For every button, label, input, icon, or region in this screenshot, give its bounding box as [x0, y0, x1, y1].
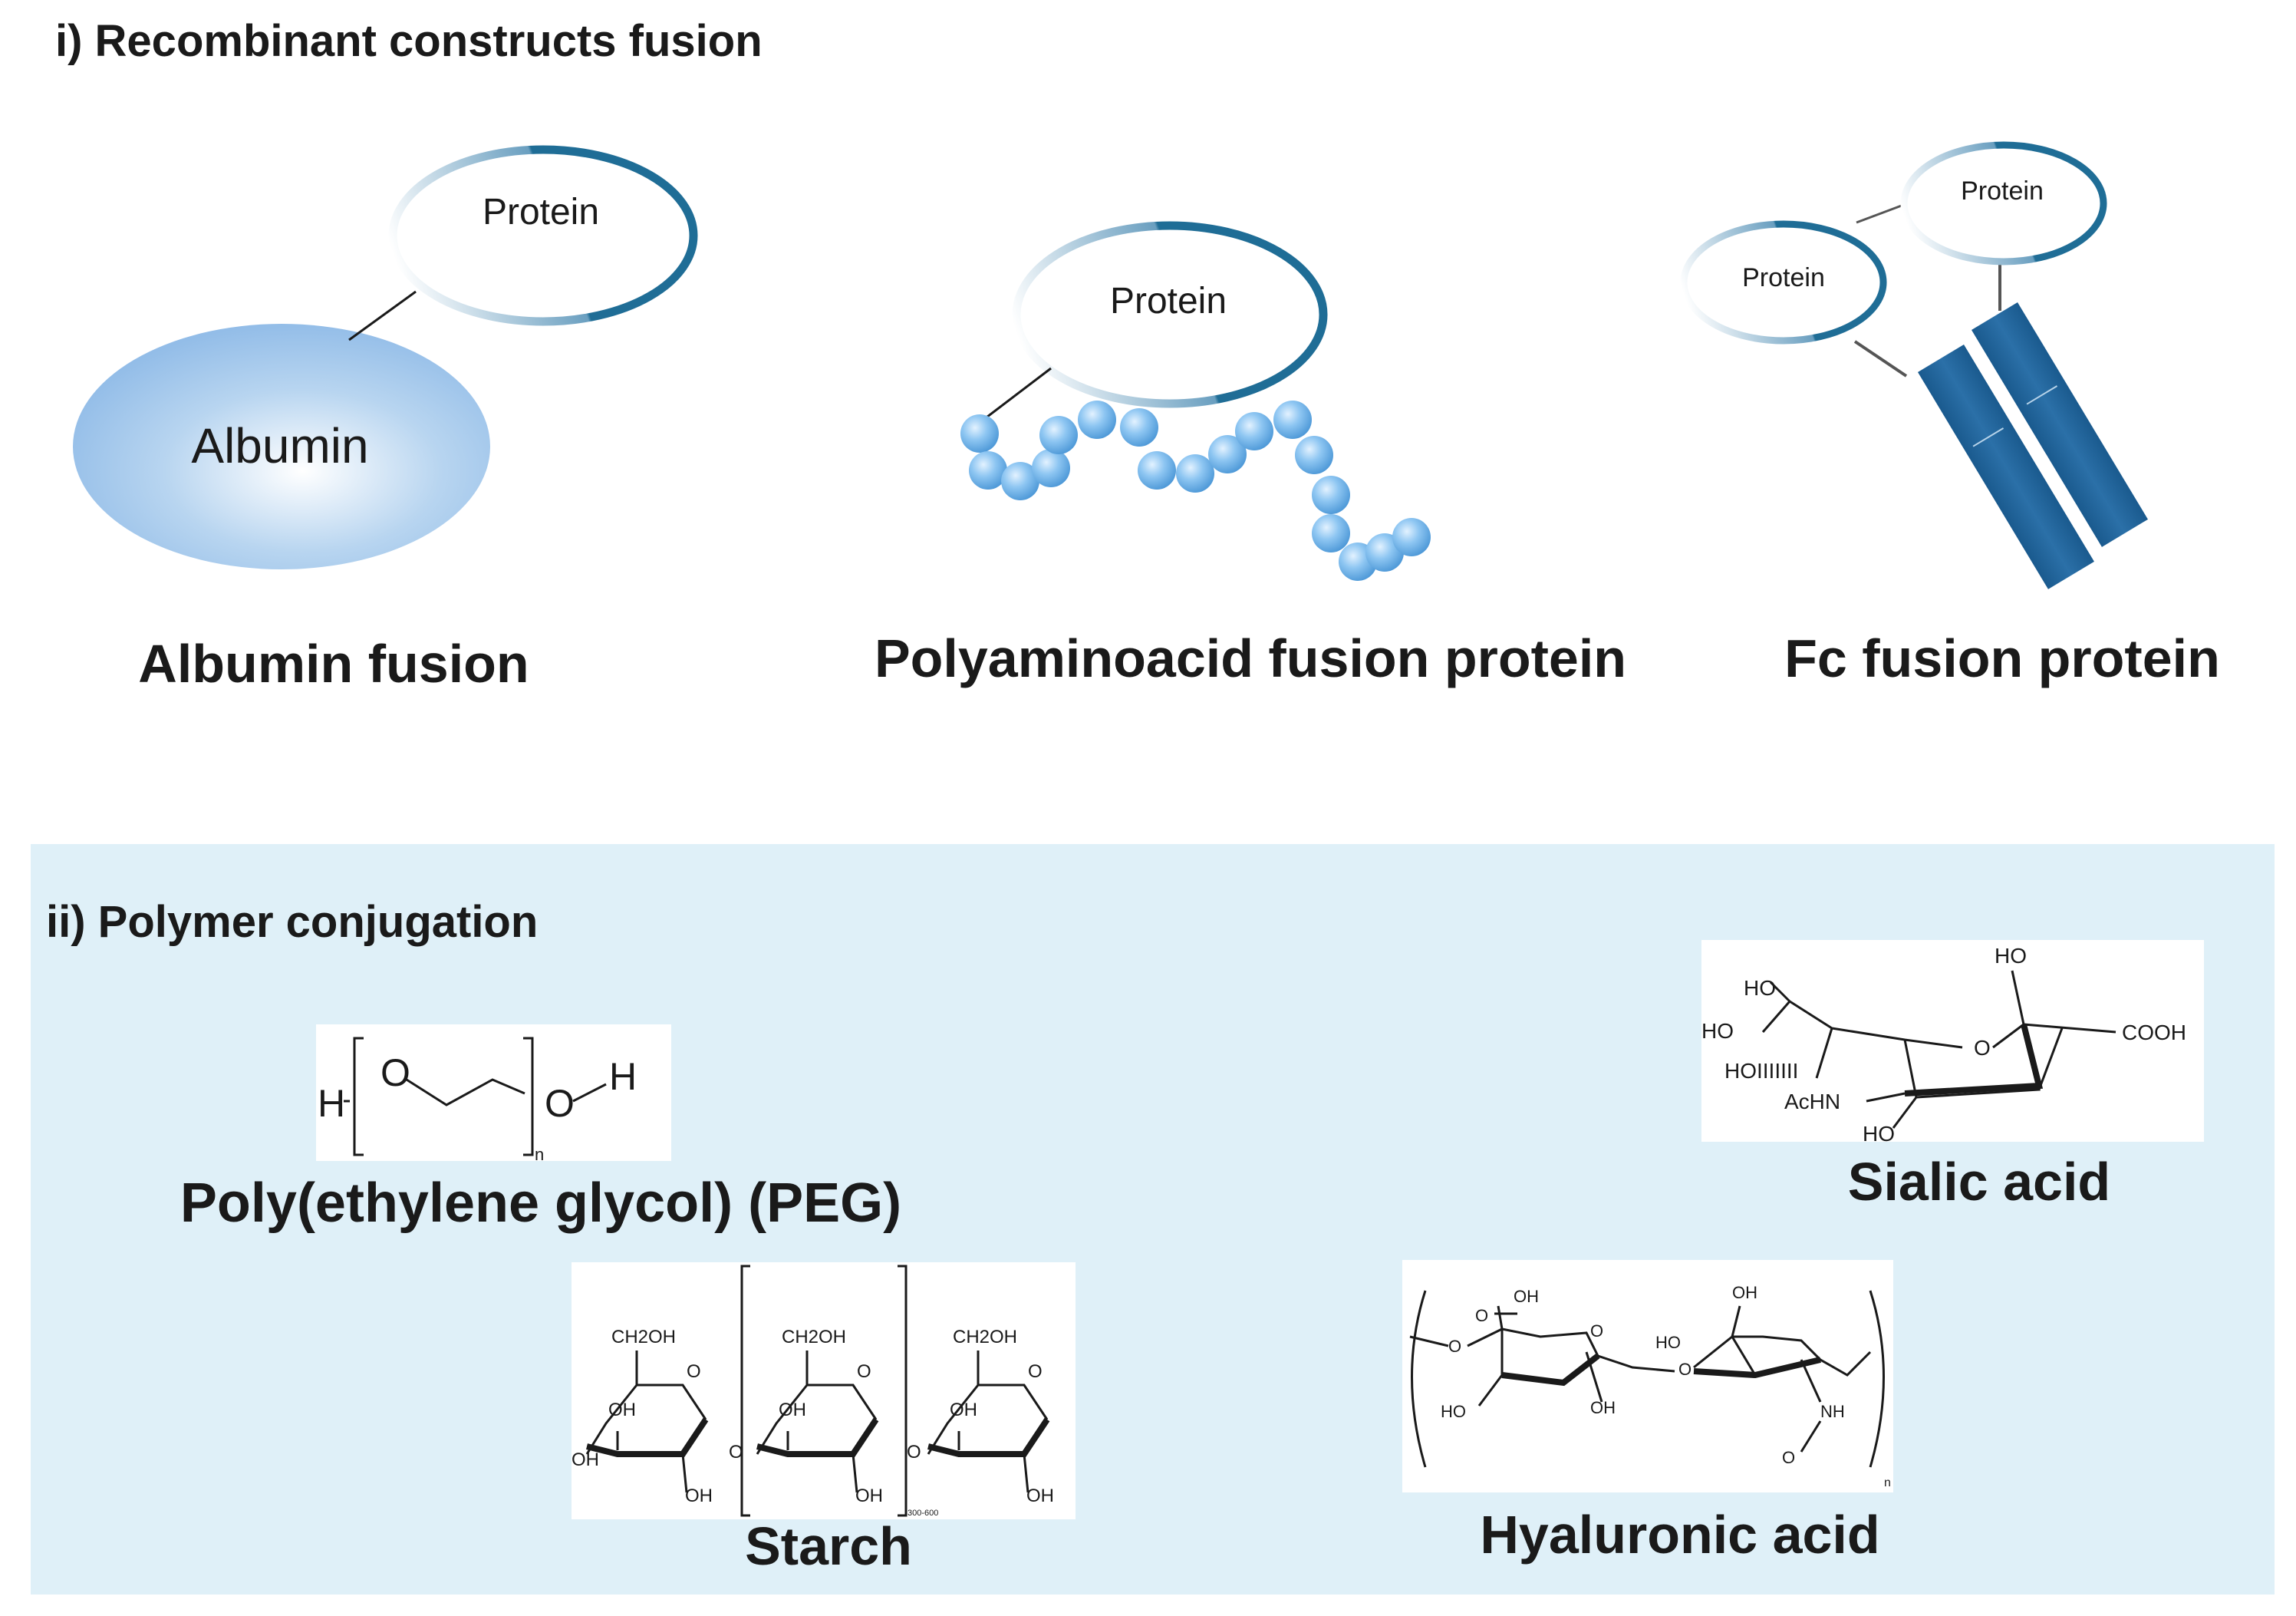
- fc-bar-right: [1972, 302, 2148, 547]
- caption-starch: Starch: [745, 1516, 912, 1576]
- atom-label: OH: [1590, 1398, 1616, 1417]
- albumin-label: Albumin: [191, 418, 368, 473]
- atom-label: H: [318, 1082, 345, 1125]
- section-title-recombinant: i) Recombinant constructs fusion: [55, 16, 763, 66]
- albumin-fusion-diagram: Protein Albumin: [73, 145, 698, 569]
- atom-label: CH2OH: [611, 1327, 676, 1347]
- linker-line: [1853, 340, 1908, 378]
- atom-label: OH: [572, 1449, 599, 1470]
- atom-label: O: [1782, 1448, 1795, 1467]
- sialic-acid-structure: HO HO HO HOIIIIIII AcHN HO O COOH: [1701, 940, 2204, 1142]
- atom-label: O: [687, 1361, 701, 1382]
- atom-label: AcHN: [1784, 1090, 1840, 1113]
- bead: [1078, 401, 1116, 439]
- atom-label: O: [857, 1361, 871, 1382]
- atom-label: OH: [1732, 1283, 1757, 1302]
- atom-label: O: [729, 1442, 743, 1463]
- caption-hyaluronic-acid: Hyaluronic acid: [1480, 1505, 1880, 1565]
- fc-fusion-diagram: Protein Protein: [1680, 141, 2148, 589]
- atom-label: COOH: [2122, 1021, 2186, 1044]
- starch-structure: CH2OH O OH OH OH O CH2OH O OH OH 300-600…: [572, 1262, 1076, 1519]
- caption-albumin-fusion: Albumin fusion: [138, 634, 529, 694]
- atom-label: OH: [1026, 1486, 1054, 1506]
- protein-label: Protein: [1110, 281, 1227, 322]
- atom-label: O: [1448, 1337, 1461, 1356]
- atom-label: HO: [1863, 1122, 1895, 1142]
- bead: [1039, 416, 1078, 454]
- atom-label: HO: [1441, 1402, 1466, 1421]
- atom-label: O: [545, 1082, 575, 1125]
- bead: [1295, 436, 1333, 474]
- atom-label: HO: [1701, 1019, 1734, 1043]
- protein-ring-right: [1900, 141, 2107, 265]
- bead: [1032, 449, 1070, 487]
- bead: [1235, 412, 1273, 450]
- bead: [1208, 435, 1247, 473]
- hyaluronic-acid-structure: OH O O OH HO OH HO O O NH O n: [1402, 1260, 1893, 1492]
- caption-fc-fusion: Fc fusion protein: [1784, 628, 2220, 688]
- atom-label: O: [1028, 1361, 1043, 1382]
- glucose-unit-1: CH2OH O OH OH OH: [572, 1327, 713, 1506]
- atom-label: n: [1884, 1476, 1891, 1489]
- polyaminoacid-diagram: Protein: [960, 221, 1431, 581]
- section-title-polymer: ii) Polymer conjugation: [46, 897, 539, 947]
- caption-polyaminoacid: Polyaminoacid fusion protein: [874, 628, 1627, 688]
- glucose-unit-3: CH2OH O OH OH: [927, 1327, 1054, 1506]
- atom-label: O: [907, 1442, 921, 1463]
- atom-label: O: [380, 1051, 410, 1094]
- bead: [1392, 518, 1431, 556]
- protein-ring-left: [1680, 220, 1887, 345]
- amino-acid-bead-chain: [960, 401, 1431, 581]
- atom-label: NH: [1820, 1402, 1845, 1421]
- atom-label: CH2OH: [953, 1327, 1017, 1347]
- atom-label: HO: [1995, 944, 2027, 968]
- protein-label-right: Protein: [1961, 176, 2044, 206]
- caption-sialic-acid: Sialic acid: [1847, 1152, 2111, 1212]
- glucose-unit-2: CH2OH O OH OH: [756, 1327, 883, 1506]
- bead: [960, 414, 999, 453]
- atom-label: O: [1678, 1360, 1692, 1379]
- atom-label: OH: [1514, 1287, 1539, 1306]
- bead: [1273, 401, 1312, 439]
- fc-bar-left: [1918, 344, 2094, 589]
- protein-ring: [388, 145, 698, 326]
- atom-label: OH: [855, 1486, 883, 1506]
- protein-ring: [1012, 221, 1328, 408]
- caption-peg: Poly(ethylene glycol) (PEG): [180, 1172, 902, 1234]
- atom-label: H: [609, 1055, 637, 1098]
- linker-line: [348, 290, 417, 341]
- bead: [1312, 514, 1350, 552]
- albumin-shape: [73, 324, 490, 569]
- atom-label: OH: [685, 1486, 713, 1506]
- atom-label: O: [1590, 1321, 1603, 1341]
- atom-label: HO: [1744, 976, 1776, 1000]
- bead: [969, 451, 1007, 490]
- atom-label: CH2OH: [782, 1327, 846, 1347]
- atom-label: HOIIIIIII: [1724, 1059, 1798, 1083]
- bead: [1176, 454, 1214, 493]
- repeat-label: 300-600: [908, 1509, 938, 1518]
- bead: [1312, 476, 1350, 514]
- protein-label-left: Protein: [1742, 263, 1825, 292]
- atom-label: HO: [1655, 1333, 1681, 1352]
- bead: [1001, 462, 1039, 500]
- subscript: n: [535, 1145, 544, 1161]
- bead: [1138, 451, 1176, 490]
- peg-structure: H O n O H: [316, 1024, 671, 1161]
- protein-label: Protein: [483, 192, 599, 233]
- atom-label: O: [1475, 1306, 1488, 1325]
- atom-label: O: [1974, 1036, 1991, 1060]
- bead: [1120, 408, 1158, 447]
